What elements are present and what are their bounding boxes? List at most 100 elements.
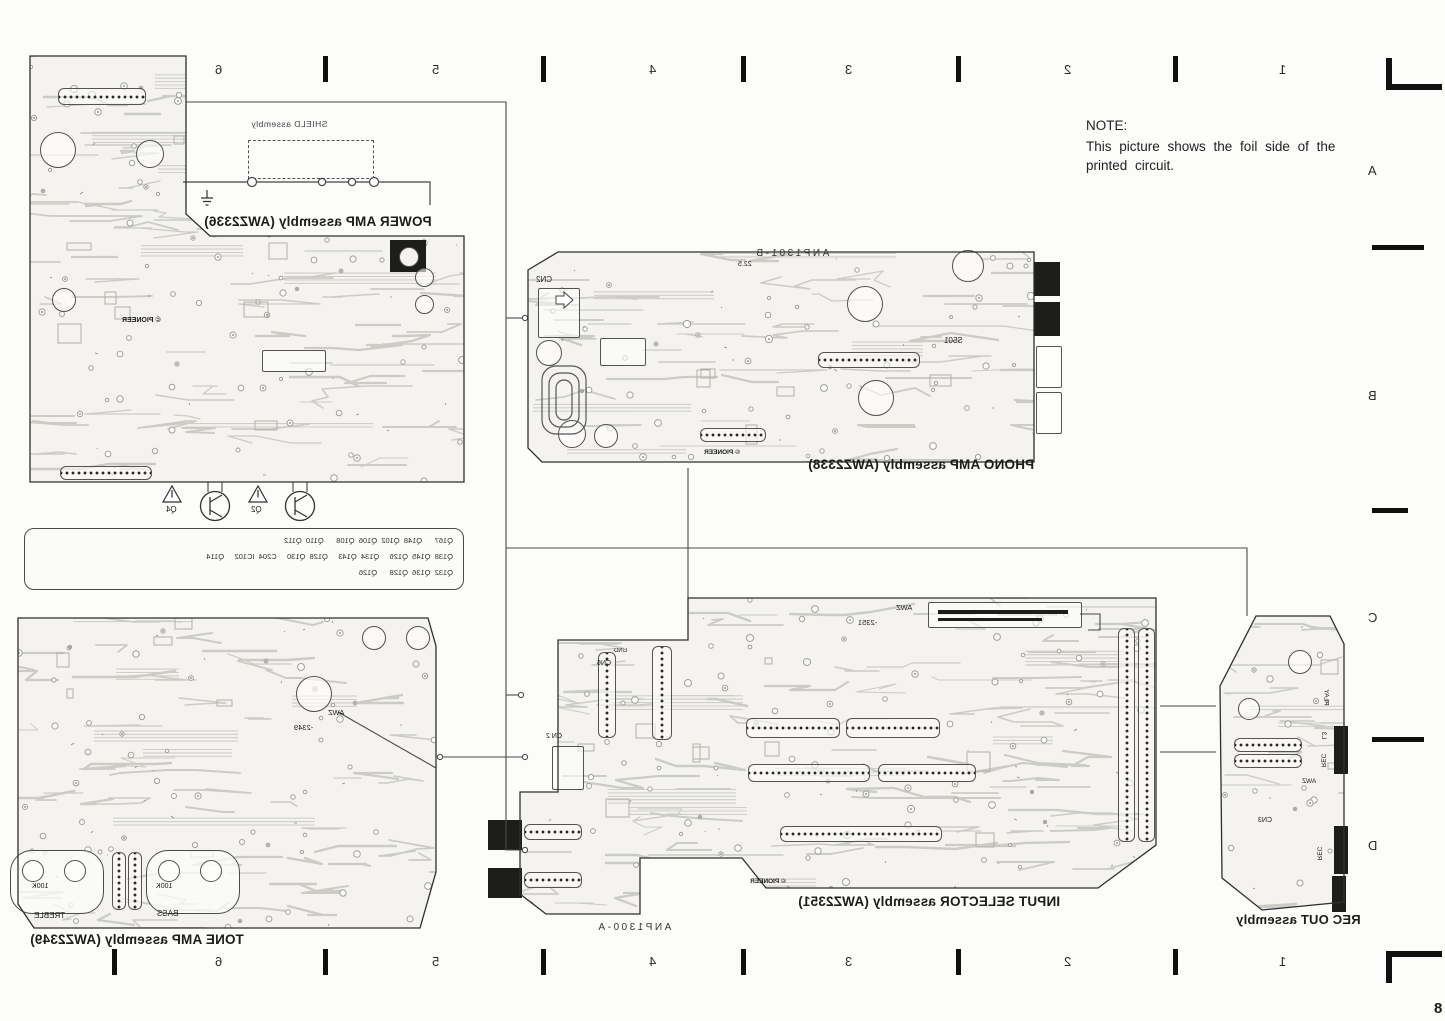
ic-s501-label: S501 <box>944 336 963 345</box>
connector-strip <box>1234 738 1302 752</box>
pad-ring <box>415 268 434 287</box>
connector-strip <box>878 764 976 782</box>
slider-slot <box>928 602 1082 628</box>
note-block: NOTE: This picture shows the foil side o… <box>1086 118 1360 175</box>
mount-hole <box>1288 650 1312 674</box>
rec-out-label: REC OUT assembly <box>1236 912 1361 927</box>
ruler-number-top: 5 <box>432 62 440 77</box>
tone-awz-label: AWZ <box>328 708 345 717</box>
capacitor <box>536 340 562 366</box>
pot-hole <box>158 860 180 882</box>
capacitor <box>558 420 586 448</box>
shield-wire <box>183 176 431 205</box>
jack-label: L3 <box>1320 731 1328 740</box>
relay-hole <box>399 247 419 267</box>
shield-assembly-label: SHIELD assembly <box>251 119 328 129</box>
grid-letter: A <box>1368 163 1377 178</box>
cn6-label: CN6 <box>597 660 612 667</box>
ruler-number-bottom: 5 <box>432 954 440 969</box>
pioneer-logo: © PIONEER <box>704 449 740 456</box>
jack-housing <box>1036 392 1062 434</box>
selector-awz-number: -2351 <box>858 618 878 627</box>
pioneer-logo: © PIONEER <box>750 878 786 885</box>
tone-amp-label: TONE AMP assembly (AWZ2349) <box>30 932 244 947</box>
cn3-label: CN3 <box>1258 817 1273 824</box>
rec-jack <box>1334 826 1348 874</box>
grid-letter: D <box>1368 838 1378 853</box>
connector-strip <box>748 764 870 782</box>
treble-label: TREBLE <box>34 911 66 920</box>
ruler-tick-bottom <box>112 949 117 975</box>
grid-divider <box>1372 737 1424 742</box>
pad-ladder <box>1118 628 1135 842</box>
ruler-tick-bottom <box>323 949 328 975</box>
cn2-connector <box>538 288 580 338</box>
connector-strip <box>746 718 840 738</box>
mount-hole <box>362 626 386 650</box>
mount-hole <box>406 626 430 650</box>
ref-line: Q167 Q148 Q102 Q106 Q108 Q110 Q112 <box>284 536 453 545</box>
ruler-tick-top <box>741 56 746 82</box>
grid-divider <box>1372 245 1424 250</box>
transistor-can <box>847 286 883 322</box>
slot-bar <box>938 618 1042 621</box>
note-line2: printed circuit. <box>1086 158 1175 173</box>
ruler-number-top: 2 <box>1064 62 1072 77</box>
bass-label: BASS <box>157 909 179 918</box>
ref-line: Q132 Q136 Q128 Q126 <box>358 568 453 577</box>
ruler-number-top: 3 <box>845 62 853 77</box>
input-selector-label: INPUT SELECTOR assembly (AWZ2351) <box>798 894 1061 909</box>
ruler-number-bottom: 6 <box>215 954 223 969</box>
cn2-label: CN2 <box>536 275 553 284</box>
ruler-number-top: 1 <box>1279 62 1287 77</box>
pot-value-label: 100K <box>156 883 173 890</box>
cn2-connector <box>552 746 584 790</box>
jack-label: PLAY <box>1322 689 1330 706</box>
edge-connector <box>488 868 522 898</box>
transistor-can <box>858 380 894 416</box>
pioneer-logo: © PIONEER <box>122 317 161 324</box>
pot-hole <box>22 860 44 882</box>
crop-mark-bottom-right <box>1386 951 1442 983</box>
warning-icon <box>161 484 269 503</box>
connector-strip <box>1234 754 1302 768</box>
grid-letter: C <box>1368 610 1378 625</box>
ic-pin-row <box>818 352 920 368</box>
ruler-tick-top <box>541 56 546 82</box>
page-number: 8 <box>1434 1000 1443 1017</box>
power-amp-component-refs: Q167 Q148 Q102 Q106 Q108 Q110 Q112 Q138 … <box>24 528 464 590</box>
capacitor <box>594 424 618 448</box>
grid-divider <box>1372 508 1408 513</box>
phono-amp-label: PHONO AMP assembly (AWZ2338) <box>808 457 1035 472</box>
ruler-number-top: 4 <box>649 62 657 77</box>
q4-label: Q4 <box>166 505 177 514</box>
pot-value-label: 100K <box>32 883 49 890</box>
capacitor <box>40 132 76 168</box>
treble-potentiometer <box>10 850 104 914</box>
connector-strip <box>524 824 582 840</box>
component-rect <box>262 350 326 372</box>
shield-dashed-outline <box>248 140 374 179</box>
rca-jack <box>1034 262 1060 296</box>
jack-label: REC <box>1319 753 1327 768</box>
ruler-number-bottom: 4 <box>649 954 657 969</box>
capacitor <box>136 140 164 168</box>
ruler-number-bottom: 2 <box>1064 954 1072 969</box>
capacitor <box>52 288 76 312</box>
connector-strip <box>60 466 152 480</box>
connector-strip <box>58 88 146 105</box>
connector-strip <box>524 872 582 888</box>
pad-ladder <box>1138 628 1155 842</box>
ic-pin-row <box>700 428 766 442</box>
crop-mark-top-right <box>1386 58 1442 90</box>
ruler-tick-top <box>323 56 328 82</box>
connector-strip <box>780 826 942 842</box>
mount-hole <box>296 676 332 712</box>
pin-column <box>112 852 126 910</box>
bass-potentiometer <box>146 850 240 914</box>
ruler-tick-top <box>956 56 961 82</box>
ruler-tick-bottom <box>1173 949 1178 975</box>
ruler-number-top: 6 <box>215 62 223 77</box>
rca-jack <box>1034 302 1060 336</box>
